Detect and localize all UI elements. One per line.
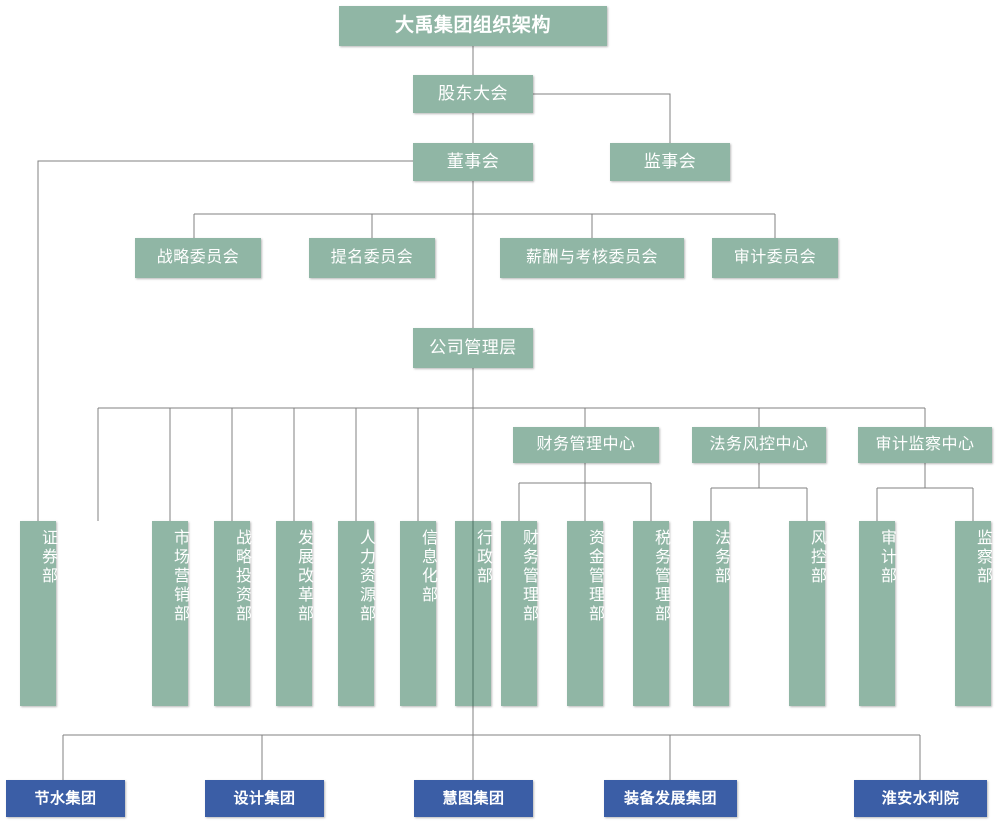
node-dept-risk-control[interactable]: 风控部 — [789, 521, 825, 706]
node-dept-supervision[interactable]: 监察部 — [955, 521, 991, 706]
node-center-legal-risk[interactable]: 法务风控中心 — [692, 427, 826, 463]
node-subsidiary-huitu-group[interactable]: 慧图集团 — [414, 780, 533, 817]
node-subsidiary-water-saving-group[interactable]: 节水集团 — [6, 780, 125, 817]
node-dept-audit[interactable]: 审计部 — [859, 521, 895, 706]
node-dept-tax-management[interactable]: 税务管理部 — [633, 521, 669, 706]
node-committee-strategy[interactable]: 战略委员会 — [135, 238, 261, 278]
node-dept-marketing[interactable]: 市场营销部 — [152, 521, 188, 706]
chart-title: 大禹集团组织架构 — [339, 6, 607, 46]
node-shareholders-meeting[interactable]: 股东大会 — [413, 75, 533, 113]
node-center-audit-supervision[interactable]: 审计监察中心 — [858, 427, 992, 463]
node-center-finance[interactable]: 财务管理中心 — [513, 427, 659, 463]
node-dept-legal-affairs[interactable]: 法务部 — [693, 521, 729, 706]
node-board-of-directors[interactable]: 董事会 — [413, 143, 533, 181]
node-company-management[interactable]: 公司管理层 — [413, 328, 533, 368]
node-dept-strategic-investment[interactable]: 战略投资部 — [214, 521, 250, 706]
node-dept-securities[interactable]: 证券部 — [20, 521, 56, 706]
node-subsidiary-huaian-water-institute[interactable]: 淮安水利院 — [854, 780, 987, 817]
node-dept-informatization[interactable]: 信息化部 — [400, 521, 436, 706]
node-dept-development-reform[interactable]: 发展改革部 — [276, 521, 312, 706]
node-committee-nomination[interactable]: 提名委员会 — [309, 238, 435, 278]
node-dept-financial-management[interactable]: 财务管理部 — [501, 521, 537, 706]
node-committee-compensation-assessment[interactable]: 薪酬与考核委员会 — [500, 238, 684, 278]
node-committee-audit[interactable]: 审计委员会 — [712, 238, 838, 278]
node-dept-human-resources[interactable]: 人力资源部 — [338, 521, 374, 706]
node-dept-fund-management[interactable]: 资金管理部 — [567, 521, 603, 706]
node-subsidiary-design-group[interactable]: 设计集团 — [205, 780, 324, 817]
node-board-of-supervisors[interactable]: 监事会 — [610, 143, 730, 181]
node-dept-administration[interactable]: 行政部 — [455, 521, 491, 706]
node-subsidiary-equipment-development-group[interactable]: 装备发展集团 — [604, 780, 737, 817]
